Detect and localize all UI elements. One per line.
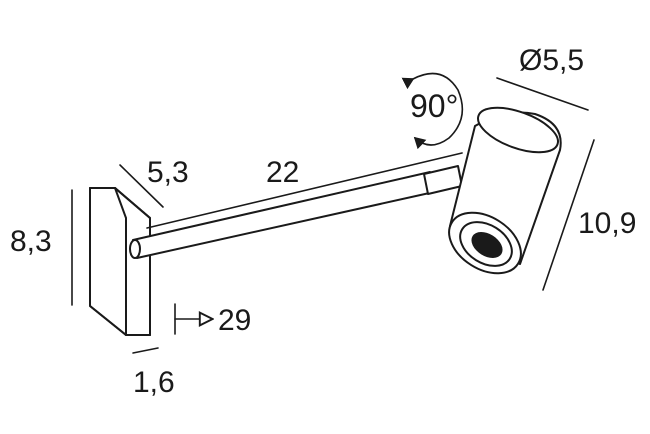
label-rotation: 90°: [410, 88, 458, 124]
wall-plate: [89, 187, 151, 336]
dim-line-diameter: [496, 77, 589, 111]
label-depth: 29: [218, 304, 251, 337]
lamp-arm: [129, 165, 463, 259]
label-plate-thickness: 1,6: [133, 366, 175, 399]
label-plate-width: 5,3: [147, 156, 189, 189]
dim-line-plate-thickness: [132, 347, 159, 354]
dim-line-arm-length: [146, 152, 463, 229]
label-arm-length: 22: [266, 156, 299, 189]
rotation-arc: [401, 72, 464, 150]
dim-line-head-length: [542, 139, 595, 291]
label-diameter: Ø5,5: [519, 44, 584, 77]
arm-joint: [423, 165, 463, 195]
dimension-lines: [71, 72, 595, 354]
lamp-lens: [471, 232, 503, 258]
label-plate-height: 8,3: [10, 225, 52, 258]
lamp-head: [448, 106, 562, 275]
dim-line-plate-width: [119, 164, 164, 208]
lamp-head-top: [477, 106, 559, 154]
arm-end-cap: [129, 239, 141, 259]
label-head-length: 10,9: [578, 207, 636, 240]
